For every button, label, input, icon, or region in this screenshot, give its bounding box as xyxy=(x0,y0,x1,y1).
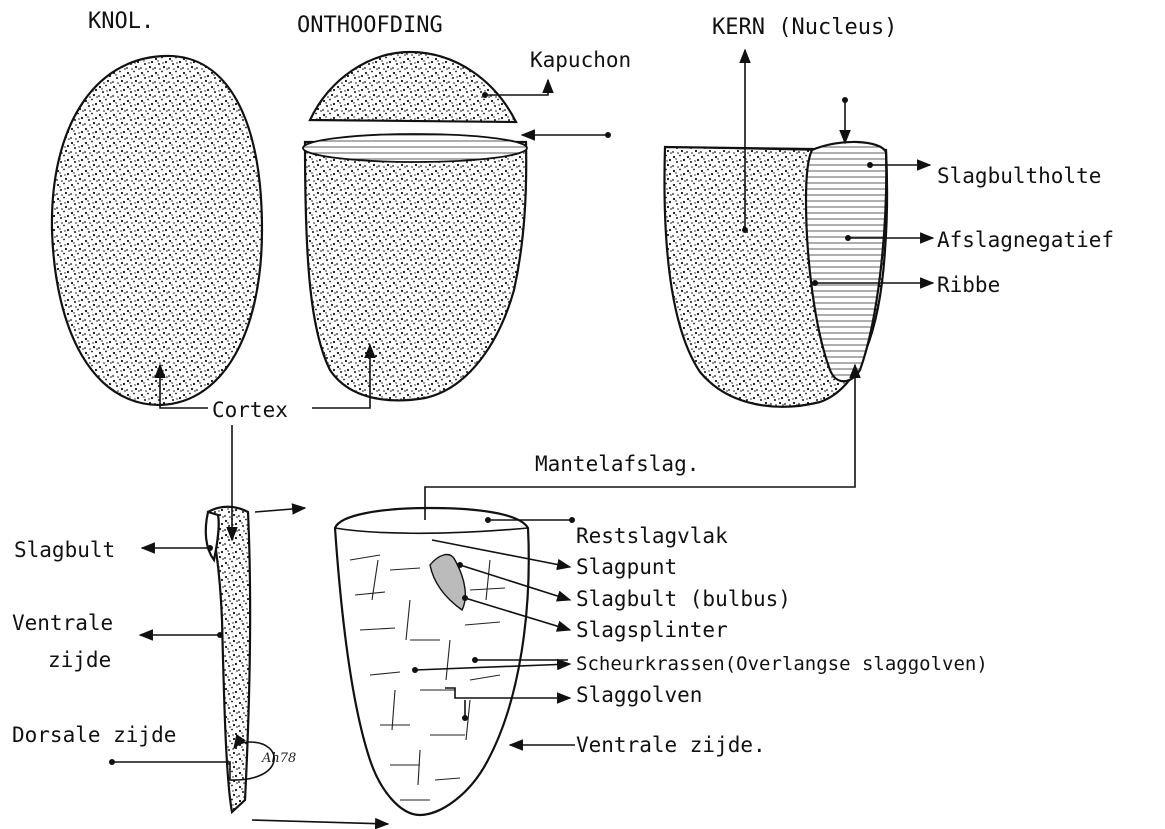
label-ribbe: Ribbe xyxy=(937,273,1000,297)
label-slagpunt: Slagpunt xyxy=(576,555,677,579)
label-scheurkrassen: Scheurkrassen(Overlangse slaggolven) xyxy=(576,653,988,675)
decapitated-top-surface xyxy=(303,134,527,162)
heading-onthoofding: ONTHOOFDING xyxy=(297,13,443,38)
label-cortex: Cortex xyxy=(212,398,288,422)
label-mantelafslag: Mantelafslag. xyxy=(535,452,699,476)
label-ventrale-line1: Ventrale xyxy=(12,611,113,635)
artist-signature: Ah78 xyxy=(261,751,296,766)
label-slaggolven: Slaggolven xyxy=(576,683,702,707)
label-slagbult-bulbus: Slagbult (bulbus) xyxy=(576,587,791,611)
label-slagsplinter: Slagsplinter xyxy=(576,618,728,642)
nodule-body xyxy=(52,56,262,405)
label-restslagvlak: Restslagvlak xyxy=(576,524,728,548)
label-afslagnegatief: Afslagnegatief xyxy=(937,228,1114,252)
decapitated-body xyxy=(305,142,526,400)
label-slagbultholte: Slagbultholte xyxy=(937,164,1101,188)
label-slagbult-left: Slagbult xyxy=(14,538,115,562)
label-kapuchon: Kapuchon xyxy=(530,48,631,72)
label-dorsale: Dorsale zijde xyxy=(12,723,176,747)
label-ventrale-line2: zijde xyxy=(48,648,111,672)
kapuchon-cap xyxy=(310,52,516,122)
heading-knol: KNOL. xyxy=(88,9,154,34)
label-ventrale-zijde: Ventrale zijde. xyxy=(576,733,766,757)
heading-kern: KERN (Nucleus) xyxy=(712,15,897,40)
